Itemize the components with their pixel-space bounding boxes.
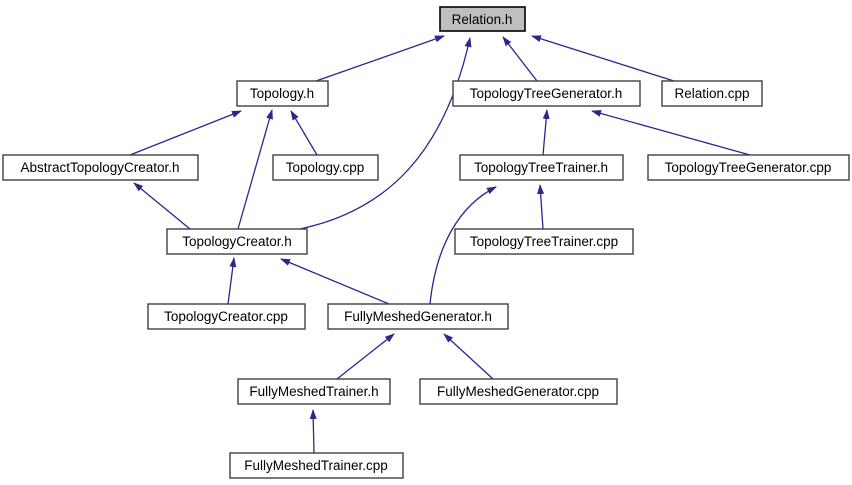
node-fully-meshed-trainer-cpp-box[interactable]	[229, 452, 404, 479]
node-topology-tree-trainer-cpp-label: TopologyTreeTrainer.cpp	[470, 234, 618, 249]
node-relation-h-box[interactable]	[439, 6, 526, 32]
node-fully-meshed-generator-cpp-label: FullyMeshedGenerator.cpp	[437, 384, 599, 399]
node-topology-tree-generator-cpp[interactable]: TopologyTreeGenerator.cpp	[647, 154, 850, 181]
node-topology-tree-generator-h-box[interactable]	[452, 80, 641, 107]
node-topology-creator-h[interactable]: TopologyCreator.h	[166, 228, 308, 255]
edge-topology-tree-trainer-h-to-topology-tree-generator-h	[542, 109, 550, 156]
edge-relation-cpp-to-relation-h	[531, 35, 675, 82]
node-fully-meshed-generator-cpp[interactable]: FullyMeshedGenerator.cpp	[419, 378, 618, 405]
edge-topology-creator-h-to-topology-h	[237, 109, 273, 230]
edge-topology-cpp-to-topology-h	[290, 110, 318, 156]
node-topology-creator-cpp-box[interactable]	[147, 303, 306, 330]
node-fully-meshed-trainer-cpp[interactable]: FullyMeshedTrainer.cpp	[229, 452, 404, 479]
node-topology-tree-trainer-h-label: TopologyTreeTrainer.h	[474, 160, 608, 175]
edge-fully-meshed-generator-h-to-topology-creator-h	[280, 258, 390, 305]
node-topology-h-box[interactable]	[236, 80, 329, 107]
node-topology-tree-generator-h[interactable]: TopologyTreeGenerator.h	[452, 80, 641, 107]
node-fully-meshed-generator-h[interactable]: FullyMeshedGenerator.h	[327, 303, 509, 330]
node-relation-h[interactable]: Relation.h	[439, 6, 526, 32]
node-topology-tree-trainer-cpp[interactable]: TopologyTreeTrainer.cpp	[454, 228, 634, 255]
node-fully-meshed-generator-cpp-box[interactable]	[419, 378, 618, 405]
node-topology-creator-h-box[interactable]	[166, 228, 308, 255]
node-topology-tree-trainer-h[interactable]: TopologyTreeTrainer.h	[459, 154, 624, 181]
edge-topology-h-to-relation-h	[315, 35, 445, 82]
node-abstract-topology-creator-h-label: AbstractTopologyCreator.h	[20, 160, 179, 175]
node-fully-meshed-trainer-cpp-label: FullyMeshedTrainer.cpp	[244, 458, 388, 473]
node-topology-cpp-box[interactable]	[272, 154, 379, 181]
edge-topology-creator-h-to-relation-h	[299, 37, 472, 230]
node-topology-creator-h-label: TopologyCreator.h	[182, 234, 292, 249]
node-topology-cpp-label: Topology.cpp	[286, 160, 365, 175]
edge-topology-tree-trainer-cpp-to-topology-tree-trainer-h	[537, 184, 545, 230]
node-topology-creator-cpp[interactable]: TopologyCreator.cpp	[147, 303, 306, 330]
edge-abstract-topology-creator-h-to-topology-h	[129, 110, 242, 156]
node-topology-tree-generator-cpp-label: TopologyTreeGenerator.cpp	[665, 160, 832, 175]
node-topology-tree-generator-h-label: TopologyTreeGenerator.h	[470, 86, 623, 101]
edge-topology-tree-generator-h-to-relation-h	[502, 36, 538, 82]
edge-fully-meshed-generator-cpp-to-fully-meshed-generator-h	[443, 333, 494, 380]
edge-fully-meshed-generator-h-to-topology-tree-trainer-h	[429, 186, 497, 305]
node-fully-meshed-trainer-h[interactable]: FullyMeshedTrainer.h	[237, 378, 391, 405]
node-relation-cpp-label: Relation.cpp	[674, 86, 749, 101]
edge-group	[129, 35, 751, 454]
node-abstract-topology-creator-h[interactable]: AbstractTopologyCreator.h	[2, 154, 199, 181]
node-fully-meshed-generator-h-label: FullyMeshedGenerator.h	[344, 309, 492, 324]
node-fully-meshed-trainer-h-label: FullyMeshedTrainer.h	[249, 384, 378, 399]
node-abstract-topology-creator-h-box[interactable]	[2, 154, 199, 181]
node-relation-h-label: Relation.h	[452, 12, 513, 27]
node-topology-creator-cpp-label: TopologyCreator.cpp	[164, 309, 288, 324]
edge-topology-creator-h-to-abstract-topology-creator-h	[133, 182, 191, 230]
node-topology-tree-trainer-cpp-box[interactable]	[454, 228, 634, 255]
node-fully-meshed-trainer-h-box[interactable]	[237, 378, 391, 405]
node-topology-tree-generator-cpp-box[interactable]	[647, 154, 850, 181]
node-fully-meshed-generator-h-box[interactable]	[327, 303, 509, 330]
edge-fully-meshed-trainer-cpp-to-fully-meshed-trainer-h	[309, 409, 317, 454]
node-relation-cpp[interactable]: Relation.cpp	[661, 80, 763, 107]
node-relation-cpp-box[interactable]	[661, 80, 763, 107]
edge-topology-tree-generator-cpp-to-topology-tree-generator-h	[591, 110, 751, 156]
node-topology-h[interactable]: Topology.h	[236, 80, 329, 107]
edge-fully-meshed-trainer-h-to-fully-meshed-generator-h	[336, 333, 395, 380]
edge-topology-creator-cpp-to-topology-creator-h	[227, 257, 237, 305]
node-topology-cpp[interactable]: Topology.cpp	[272, 154, 379, 181]
node-topology-tree-trainer-h-box[interactable]	[459, 154, 624, 181]
node-topology-h-label: Topology.h	[250, 86, 314, 101]
